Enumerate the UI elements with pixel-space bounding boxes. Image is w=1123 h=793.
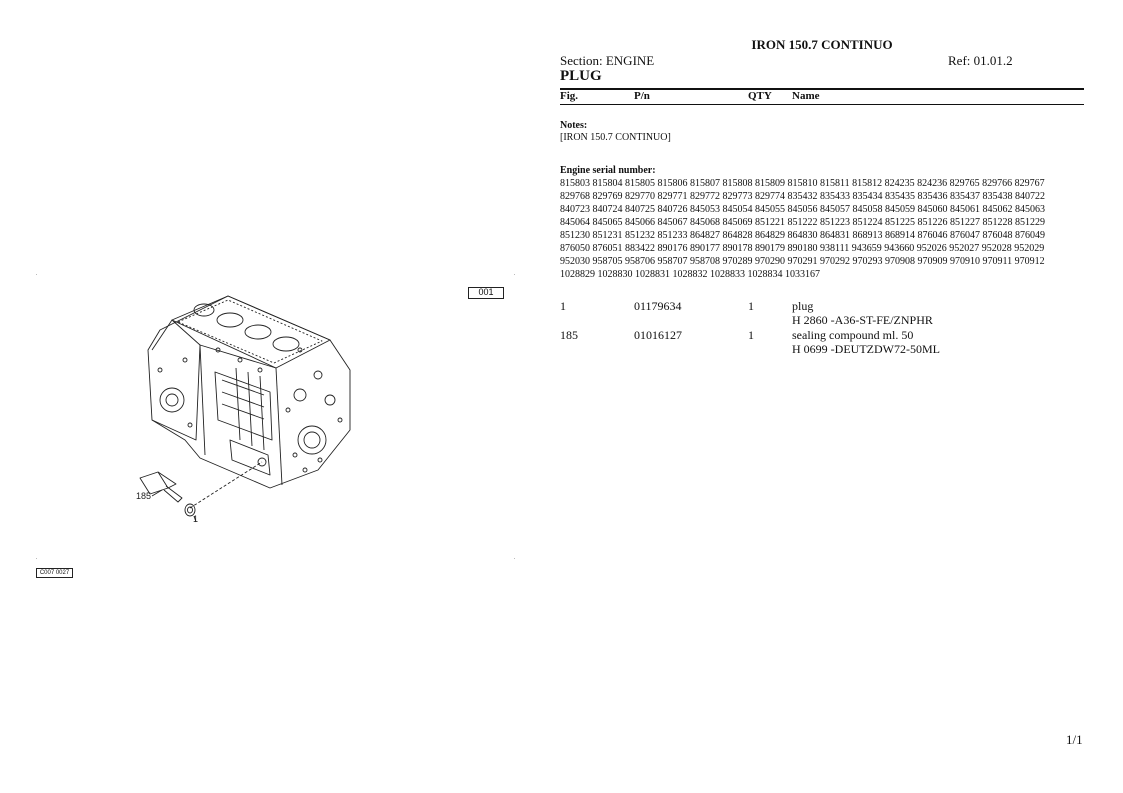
serial-number-list: 815803 815804 815805 815806 815807 81580… [560, 177, 1084, 281]
part-description: H 0699 -DEUTZDW72-50ML [792, 342, 940, 356]
part-name: sealing compound ml. 50 [792, 328, 914, 342]
crop-mark [514, 274, 515, 275]
notes-label: Notes: [560, 120, 588, 131]
part-qty: 1 [748, 328, 754, 342]
serial-line: 1028829 1028830 1028831 1028832 1028833 … [560, 269, 820, 280]
part-fig: 1 [560, 299, 566, 313]
drawing-ref-box: C007 0027 [36, 568, 73, 578]
callout-185: 185 [136, 491, 151, 501]
part-number: 01016127 [634, 328, 682, 342]
notes-text: [IRON 150.7 CONTINUO] [560, 132, 671, 143]
column-header-pn: P/n [634, 90, 650, 102]
serial-label: Engine serial number: [560, 165, 656, 176]
crop-mark [36, 274, 37, 275]
serial-line: 815803 815804 815805 815806 815807 81580… [560, 178, 1045, 189]
part-name: plug [792, 299, 814, 313]
column-header-name: Name [792, 90, 820, 102]
drawing-code: 001 [478, 287, 494, 297]
part-description: H 2860 -A36-ST-FE/ZNPHR [792, 313, 933, 327]
serial-line: 851230 851231 851232 851233 864827 86482… [560, 230, 1045, 241]
part-number: 01179634 [634, 299, 682, 313]
document-title: IRON 150.7 CONTINUO [751, 37, 893, 52]
serial-line: 829768 829769 829770 829771 829772 82977… [560, 191, 1045, 202]
crop-mark [514, 558, 515, 559]
part-fig: 185 [560, 328, 578, 342]
callout-1: 1 [193, 514, 198, 524]
drawing-ref-code: C007 0027 [39, 570, 70, 576]
group-title: PLUG [560, 68, 602, 84]
engine-block-drawing: 185 1 [136, 295, 351, 524]
section-label: Section: ENGINE [560, 53, 655, 68]
column-header-qty: QTY [748, 90, 772, 102]
part-qty: 1 [748, 299, 754, 313]
page-number: 1/1 [1066, 732, 1083, 747]
serial-line: 840723 840724 840725 840726 845053 84505… [560, 204, 1045, 215]
serial-line: 952030 958705 958706 958707 958708 97028… [560, 256, 1045, 267]
crop-mark [36, 558, 37, 559]
serial-line: 876050 876051 883422 890176 890177 89017… [560, 243, 1045, 254]
drawing-code-box: 001 [468, 287, 504, 299]
reference-label: Ref: 01.01.2 [948, 53, 1013, 68]
header-rule-bottom [560, 104, 1084, 105]
column-header-fig: Fig. [560, 90, 579, 102]
header-rule-top [560, 88, 1084, 90]
serial-line: 845064 845065 845066 845067 845068 84506… [560, 217, 1045, 228]
